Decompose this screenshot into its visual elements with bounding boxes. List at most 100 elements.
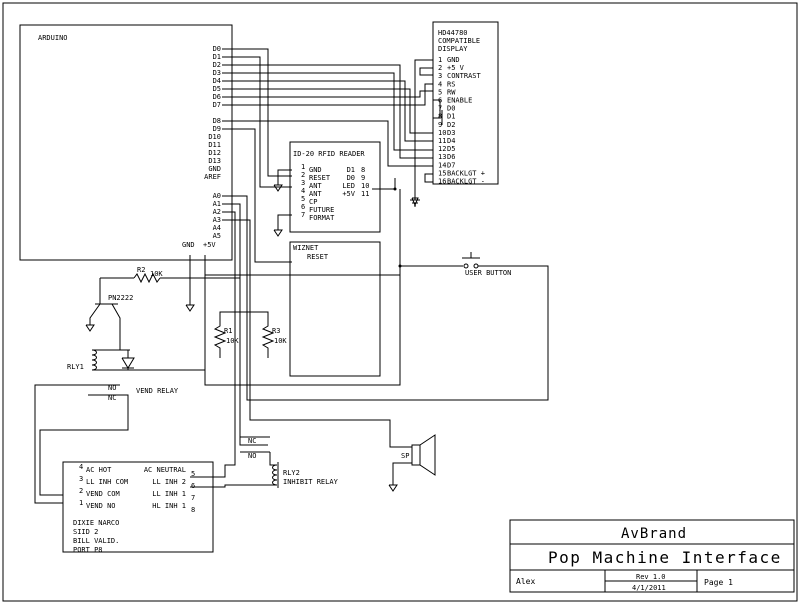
speaker-cone: [419, 434, 436, 476]
dixie-pin-name-1: VEND NO: [86, 502, 116, 510]
rfid-pin-name-5: CP: [309, 198, 317, 206]
dixie-pin-name-8: HL INH 1: [152, 502, 186, 510]
flyback-diode: [121, 357, 135, 369]
wire-a0-user-button: [224, 195, 549, 401]
lcd-pin-num-3: 3: [438, 72, 442, 80]
lcd-pin-num-12: 12: [438, 145, 446, 153]
arduino-pin-d1: D1: [213, 53, 221, 61]
rfid-pin-name-8: D1: [347, 166, 355, 174]
dixie-footer-2: SIID 2: [73, 528, 98, 536]
r1-name: R1: [224, 327, 232, 335]
dixie-footer-4: PORT P8: [73, 546, 103, 554]
lcd-pin-num-14: 14: [438, 161, 446, 169]
arduino-pin-gnd: GND: [208, 165, 221, 173]
rfid-pin-num-10: 10: [361, 182, 369, 190]
lcd-pin-name-8: D1: [447, 113, 455, 121]
arduino-pin-d11: D11: [208, 141, 221, 149]
lcd-title-3: DISPLAY: [438, 45, 468, 53]
lcd-pin-name-14: D7: [447, 161, 455, 169]
wiznet-title: WIZNET: [293, 244, 319, 252]
rly2-nc-label: NC: [248, 437, 256, 445]
r1-value: 10K: [226, 337, 239, 345]
lcd-pin-num-10: 10: [438, 129, 446, 137]
speaker-body: [411, 444, 421, 466]
dixie-pin-name-6: LL INH 2: [152, 478, 186, 486]
arduino-pin-d3: D3: [213, 69, 221, 77]
rfid-pin-num-1: 1: [301, 163, 305, 171]
wires-analog: [185, 189, 549, 448]
wire-d4-lcd: [224, 80, 433, 142]
rfid-pin-name-10: LED: [342, 182, 355, 190]
author-name: Alex: [516, 577, 535, 586]
lcd-pin-num-16: 16: [438, 178, 446, 186]
rfid-pin-num-7: 7: [301, 211, 305, 219]
rfid-pin-name-3: ANT: [309, 182, 322, 190]
lcd-pin-name-1: GND: [447, 56, 460, 64]
dixie-pin-name-2: VEND COM: [86, 490, 120, 498]
arduino-pin-a2: A2: [213, 208, 221, 216]
dixie-pin-name-4: AC HOT: [86, 466, 112, 474]
wire-d6-lcd: [224, 90, 433, 98]
lcd-pin-name-4: RS: [447, 80, 455, 88]
rfid-pin-num-2: 2: [301, 171, 305, 179]
arduino-pin-aref: AREF: [204, 173, 221, 181]
arduino-5v-label: +5V: [203, 241, 216, 249]
wire-speaker-gnd: [392, 462, 412, 485]
arduino-pin-d12: D12: [208, 149, 221, 157]
rfid-pin-name-2: RESET: [309, 174, 331, 182]
wire-a1-rly2: [224, 203, 268, 446]
dixie-pin-num-5: 5: [191, 470, 195, 478]
gnd-rfid-symbol: [273, 184, 283, 192]
dixie-outline: [62, 461, 214, 553]
rfid-pin-num-3: 3: [301, 179, 305, 187]
wire-pullup-top: [219, 311, 269, 318]
lcd-pin-num-9: 9: [438, 121, 442, 129]
wire-rfid-format: [277, 214, 292, 230]
rly1-no-label: NO: [108, 384, 116, 392]
r2-name: R2: [137, 266, 145, 274]
wire-vend-com: [39, 394, 129, 496]
lcd-pin-num-5: 5: [438, 88, 442, 96]
lcd-pin-num-13: 13: [438, 153, 446, 161]
wire-rly2-to-dixie: [190, 484, 277, 488]
gnd-lcd-arrow: [411, 197, 419, 207]
wire-lcd-d0d3-bundle: [432, 99, 441, 126]
lcd-pin-name-10: D3: [447, 129, 455, 137]
lcd-pin-num-4: 4: [438, 80, 442, 88]
lcd-pin-num-15: 15: [438, 169, 446, 177]
wire-d8-lcd: [224, 120, 433, 167]
rly2-name: RLY2: [283, 469, 300, 477]
wire-d9-wiznet: [224, 128, 292, 263]
dixie-footer-3: BILL VALID.: [73, 537, 119, 545]
page-number: Page 1: [704, 578, 733, 587]
pullup-resistors: R1 10K R3 10K: [213, 318, 287, 358]
arduino-pin-d7: D7: [213, 101, 221, 109]
gnd-arduino-symbol: [185, 304, 195, 312]
wire-lcd-gnd: [414, 59, 433, 200]
speaker-label: SP: [401, 452, 409, 460]
rfid-pin-num-6: 6: [301, 203, 305, 211]
lcd-pin-name-7: D0: [447, 105, 455, 113]
arduino-pin-d6: D6: [213, 93, 221, 101]
rfid-pin-name-1: GND: [309, 166, 322, 174]
transistor-collector: [111, 303, 121, 350]
rfid-pin-num-5: 5: [301, 195, 305, 203]
dixie-pin-name-7: LL INH 1: [152, 490, 186, 498]
wire-lcd-5v: [419, 67, 433, 76]
arduino-pin-d2: D2: [213, 61, 221, 69]
arduino-pin-a5: A5: [213, 232, 221, 240]
rfid-pin-num-9: 9: [361, 174, 365, 182]
wire-rfid-5v: [372, 178, 396, 190]
lcd-pin-name-11: D4: [447, 137, 455, 145]
arduino-pin-a4: A4: [213, 224, 221, 232]
arduino-pin-d8: D8: [213, 117, 221, 125]
rfid-title: ID-20 RFID READER: [293, 150, 365, 158]
arduino-pin-d13: D13: [208, 157, 221, 165]
